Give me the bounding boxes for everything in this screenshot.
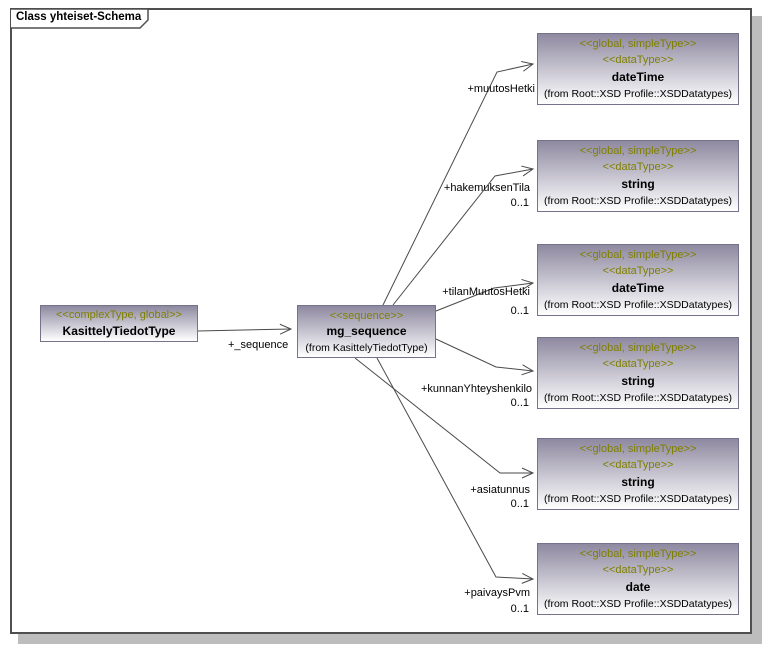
role-label-hakemuksenTila[interactable]: +hakemuksenTila xyxy=(443,182,530,194)
stereotype-label: <<global, simpleType>> xyxy=(579,38,697,51)
class-name: string xyxy=(621,373,655,388)
cardinality-tilanMuutosHetki[interactable]: 0..1 xyxy=(510,305,529,317)
class-name: string xyxy=(621,176,655,191)
from-package-label: (from Root::XSD Profile::XSDDatatypes) xyxy=(544,194,732,207)
stereotype-label: <<complexType, global>> xyxy=(56,309,182,322)
stereotype-label: <<dataType>> xyxy=(602,161,674,174)
from-package-label: (from Root::XSD Profile::XSDDatatypes) xyxy=(544,597,732,610)
cardinality-paivaysPvm[interactable]: 0..1 xyxy=(510,603,529,615)
frame-title-tab xyxy=(11,8,149,29)
class-name: dateTime xyxy=(611,280,665,295)
association-line-muutosHetki[interactable] xyxy=(382,61,535,306)
association-line-asiatunnus[interactable] xyxy=(354,357,535,479)
association-line-kunnanYhteyshenkilo[interactable] xyxy=(435,338,535,376)
class-node-datatype-2[interactable]: <<global, simpleType>> <<dataType>> stri… xyxy=(537,140,739,212)
stereotype-label: <<dataType>> xyxy=(602,265,674,278)
stereotype-label: <<global, simpleType>> xyxy=(579,548,697,561)
association-line-sequence[interactable] xyxy=(197,323,293,335)
stereotype-label: <<global, simpleType>> xyxy=(579,249,697,262)
from-package-label: (from Root::XSD Profile::XSDDatatypes) xyxy=(544,391,732,404)
role-label-asiatunnus[interactable]: +asiatunnus xyxy=(470,484,530,496)
from-package-label: (from Root::XSD Profile::XSDDatatypes) xyxy=(544,298,732,311)
class-name: mg_sequence xyxy=(326,324,407,338)
class-name: KasittelyTiedotType xyxy=(62,323,176,338)
class-node-datatype-6[interactable]: <<global, simpleType>> <<dataType>> date… xyxy=(537,543,739,615)
association-line-paivaysPvm[interactable] xyxy=(376,357,535,584)
class-node-datatype-4[interactable]: <<global, simpleType>> <<dataType>> stri… xyxy=(537,337,739,409)
class-node-mg-sequence[interactable]: <<sequence>> mg_sequence (from Kasittely… xyxy=(297,305,436,358)
role-label-paivaysPvm[interactable]: +paivaysPvm xyxy=(464,587,530,599)
cardinality-asiatunnus[interactable]: 0..1 xyxy=(510,498,529,510)
stereotype-label: <<global, simpleType>> xyxy=(579,145,697,158)
from-package-label: (from KasittelyTiedotType) xyxy=(305,341,428,354)
association-line-hakemuksenTila[interactable] xyxy=(392,165,535,306)
role-label-sequence[interactable]: +_sequence xyxy=(228,339,289,351)
association-line-tilanMuutosHetki[interactable] xyxy=(435,278,535,312)
from-package-label: (from Root::XSD Profile::XSDDatatypes) xyxy=(544,492,732,505)
frame-title: Class yhteiset-Schema xyxy=(16,11,142,23)
class-name: dateTime xyxy=(611,69,665,84)
stereotype-label: <<global, simpleType>> xyxy=(579,443,697,456)
class-node-datatype-5[interactable]: <<global, simpleType>> <<dataType>> stri… xyxy=(537,438,739,510)
stereotype-label: <<dataType>> xyxy=(602,459,674,472)
role-label-kunnanYhteyshenkilo[interactable]: +kunnanYhteyshenkilo xyxy=(421,383,532,395)
class-name: date xyxy=(625,579,651,594)
class-node-KasittelyTiedotType[interactable]: <<complexType, global>> KasittelyTiedotT… xyxy=(40,305,198,342)
class-name: string xyxy=(621,474,655,489)
stereotype-label: <<global, simpleType>> xyxy=(579,342,697,355)
cardinality-hakemuksenTila[interactable]: 0..1 xyxy=(510,197,529,209)
role-label-muutosHetki[interactable]: +muutosHetki xyxy=(467,83,535,95)
cardinality-kunnanYhteyshenkilo[interactable]: 0..1 xyxy=(510,397,529,409)
class-node-datatype-3[interactable]: <<global, simpleType>> <<dataType>> date… xyxy=(537,244,739,316)
from-package-label: (from Root::XSD Profile::XSDDatatypes) xyxy=(544,87,732,100)
stereotype-label: <<dataType>> xyxy=(602,564,674,577)
stereotype-label: <<dataType>> xyxy=(602,358,674,371)
stereotype-label: <<dataType>> xyxy=(602,54,674,67)
role-label-tilanMuutosHetki[interactable]: +tilanMuutosHetki xyxy=(442,286,530,298)
class-node-datatype-1[interactable]: <<global, simpleType>> <<dataType>> date… xyxy=(537,33,739,105)
stereotype-label: <<sequence>> xyxy=(329,309,404,322)
